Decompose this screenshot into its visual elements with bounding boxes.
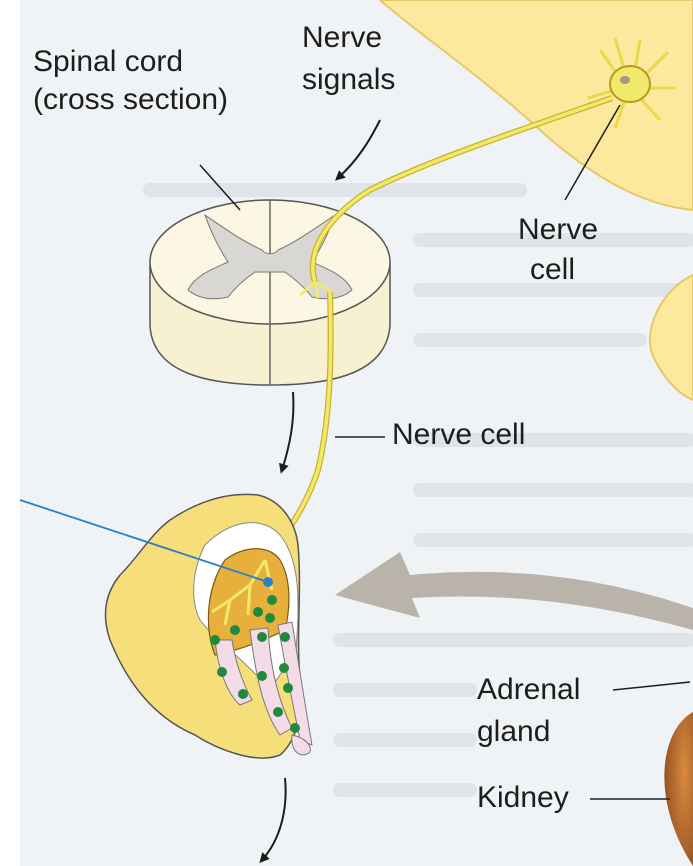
label-spinal-cord-line2: (cross section) <box>33 82 228 118</box>
spinal-cord-cross-section <box>150 200 390 385</box>
left-page-edge <box>0 0 20 866</box>
label-nerve-cell-top-line2: cell <box>530 252 575 288</box>
label-nerve-signals-line2: signals <box>302 62 395 98</box>
label-spinal-cord-line1: Spinal cord <box>33 44 183 80</box>
label-nerve-cell-top-line1: Nerve <box>518 212 598 248</box>
label-nerve-cell-mid: Nerve cell <box>392 417 525 453</box>
label-adrenal-gland-line2: gland <box>477 714 550 750</box>
label-nerve-signals-line1: Nerve <box>302 20 382 56</box>
label-kidney: Kidney <box>477 780 569 816</box>
label-adrenal-gland-line1: Adrenal <box>477 672 580 708</box>
